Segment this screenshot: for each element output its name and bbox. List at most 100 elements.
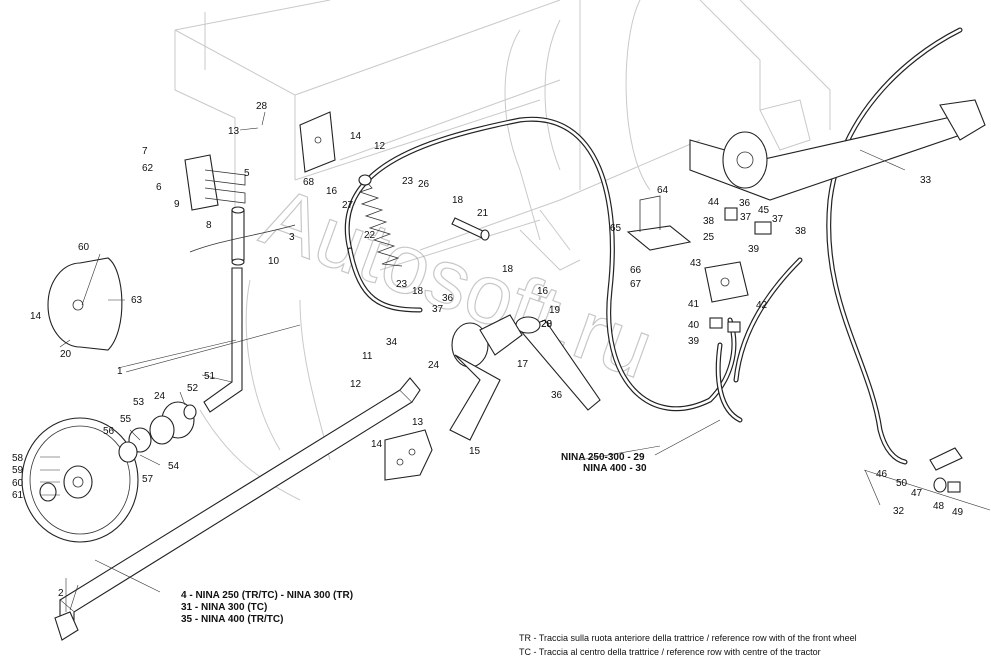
callout-14c: 14 [371,439,383,450]
callout-22: 22 [364,230,376,241]
callout-41: 42 [756,300,768,311]
callout-labels: 1 2 3 5 6 7 8 9 10 11 12 12 13 13 14 14 … [12,101,964,599]
hub-assembly [118,401,197,463]
callout-21: 21 [477,208,489,219]
callout-37a: 37 [432,304,444,315]
callout-23a: 23 [402,176,414,187]
callout-7: 7 [142,146,148,157]
callout-39a: 39 [748,244,760,255]
fittings-43-44 [709,207,772,333]
callout-14b: 14 [30,311,42,322]
callout-12a: 12 [374,141,386,152]
callout-43: 44 [708,197,720,208]
callout-57: 58 [12,453,24,464]
callout-67: 68 [303,177,315,188]
legend-tr: TR - Traccia sulla ruota anteriore della… [519,633,857,643]
callout-26: 27 [342,200,354,211]
callout-15: 15 [469,446,481,457]
arm-32 [689,99,986,201]
callout-18b: 18 [502,264,514,275]
callout-53: 54 [168,461,180,472]
model-note-3: 35 - NINA 400 (TR/TC) [181,614,283,625]
callout-52: 53 [133,397,145,408]
callout-42: 43 [690,258,702,269]
callout-64: 65 [610,223,622,234]
callout-10: 10 [268,256,280,267]
model-note-2: 31 - NINA 300 (TC) [181,602,267,613]
callout-6: 6 [156,182,162,193]
callout-49: 50 [896,478,908,489]
valve-40 [704,261,749,303]
callout-11: 11 [362,351,373,362]
clamp-5 [184,154,246,211]
callout-20a: 20 [60,349,72,360]
callout-39b: 40 [688,320,700,331]
callout-60b: 61 [12,490,24,501]
leader-lines [40,111,991,612]
bracket-15 [384,429,433,481]
callout-18c: 18 [412,286,424,297]
callout-61: 62 [142,163,154,174]
callout-12b: 12 [350,379,362,390]
callout-23b: 23 [396,279,408,290]
callout-36b: 36 [739,198,751,209]
callout-19: 19 [549,305,561,316]
callout-62: 63 [131,295,143,306]
callout-16a: 16 [326,186,338,197]
callout-37b: 37 [740,212,752,223]
plate-67 [299,111,336,173]
callout-54: 55 [120,414,132,425]
callout-24c: 25 [703,232,715,243]
callout-63: 64 [657,185,669,196]
callout-59: 60 [12,478,24,489]
callout-37c: 38 [795,226,807,237]
callout-25: 26 [418,179,430,190]
callout-48: 49 [952,507,964,518]
callout-17: 17 [517,359,529,370]
callout-60a: 60 [78,242,90,253]
callout-32: 33 [920,175,932,186]
cylinder-34 [515,316,601,411]
callout-24a: 24 [154,391,166,402]
cover-62 [47,257,123,351]
callout-14a: 14 [350,131,362,142]
model-notes: 4 - NINA 250 (TR/TC) - NINA 300 (TR) 31 … [181,590,353,625]
callout-36a: 36 [442,293,454,304]
callout-65: 66 [630,265,642,276]
callout-40: 41 [688,299,700,310]
callout-45: 46 [876,469,888,480]
hose-notes: NINA 250-300 - 29 NINA 400 - 30 [561,452,647,474]
callout-5: 5 [244,168,250,179]
hydraulic-hose-28 [715,27,963,465]
gauge-wheel [21,417,139,543]
callout-51: 52 [187,383,199,394]
callout-46: 47 [911,488,923,499]
callout-18a: 18 [452,195,464,206]
stem-50 [203,206,245,413]
callout-56: 57 [142,474,154,485]
callout-9: 9 [174,199,180,210]
model-note-1: 4 - NINA 250 (TR/TC) - NINA 300 (TR) [181,590,353,601]
callout-66: 67 [630,279,642,290]
callout-8: 8 [206,220,212,231]
callout-24b: 24 [428,360,440,371]
callout-38b: 39 [688,336,700,347]
end-fittings [929,447,963,493]
bolt-21 [451,217,490,241]
callout-34: 36 [551,390,563,401]
callout-2: 2 [58,588,64,599]
callout-16b: 16 [537,286,549,297]
callout-20b: 20 [541,319,553,330]
bracket-64 [626,195,692,251]
legend-tc: TC - Traccia al centro della trattrice /… [519,647,821,657]
callout-27: 28 [256,101,268,112]
callout-44: 45 [758,205,770,216]
clevis-17 [449,314,523,441]
end-cap-2 [54,611,79,641]
callout-13a: 13 [228,126,240,137]
callout-58: 59 [12,465,24,476]
callout-55: 56 [103,426,115,437]
callout-38a: 38 [703,216,715,227]
callout-33: 34 [386,337,398,348]
